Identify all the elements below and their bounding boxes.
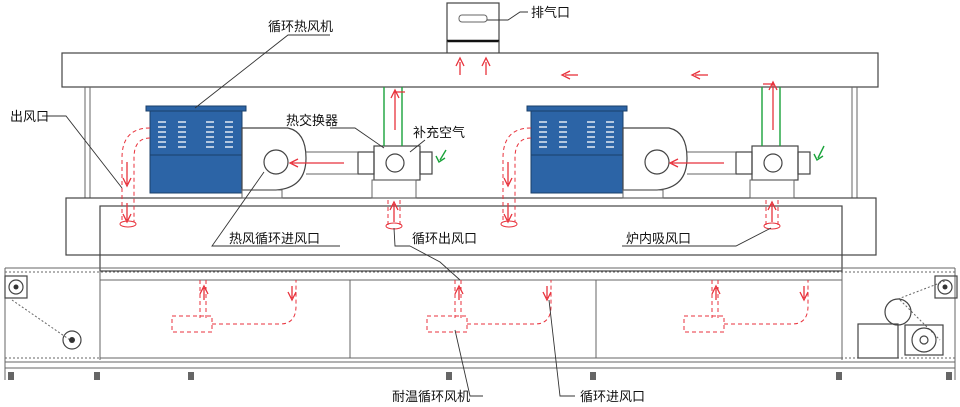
outlet-duct-right	[500, 127, 532, 228]
internal-fan-1	[171, 280, 297, 333]
label-fresh-air: 补充空气	[413, 125, 465, 141]
drive-motor	[857, 280, 946, 359]
label-circ-hot-fan: 循环热风机	[268, 20, 333, 35]
label-heat-exchanger: 热交换器	[286, 113, 338, 129]
leader-lines	[42, 11, 772, 397]
label-temp-fan: 耐温循环风机	[392, 390, 470, 405]
hot-air-flow-left	[288, 88, 405, 230]
exhaust-flow-arrows	[455, 56, 708, 80]
frame-feet	[5, 367, 955, 380]
frame-posts	[84, 87, 858, 198]
sprocket-left	[4, 275, 28, 299]
conveyor-belt	[4, 267, 956, 380]
top-duct	[61, 41, 879, 88]
sprocket-left-lower	[62, 330, 82, 350]
label-hot-air-return: 热风循环进风口	[229, 232, 320, 247]
label-furnace-intake: 炉内吸风口	[626, 231, 691, 247]
exhaust-stack	[446, 2, 500, 43]
internal-fan-3	[683, 280, 809, 333]
heat-exchanger-right	[735, 87, 825, 199]
label-exhaust: 排气口	[531, 5, 570, 21]
diagram-labels: 排气口 循环热风机 出风口 热交换器 补充空气 热风循环进风口 循环出风口 炉内…	[10, 5, 691, 405]
circulation-fan-left	[145, 105, 307, 199]
sprocket-right	[934, 275, 958, 299]
internal-fan-2	[426, 280, 552, 333]
oven-housing	[65, 197, 877, 360]
label-circ-inlet: 循环进风口	[580, 390, 645, 405]
hot-air-flow-right	[668, 80, 781, 230]
heat-exchanger-left	[357, 87, 447, 199]
outlet-duct-left	[119, 127, 151, 228]
label-outlet: 出风口	[10, 110, 49, 125]
circulation-fan-right	[526, 105, 688, 199]
label-circ-outlet: 循环出风口	[412, 232, 477, 247]
